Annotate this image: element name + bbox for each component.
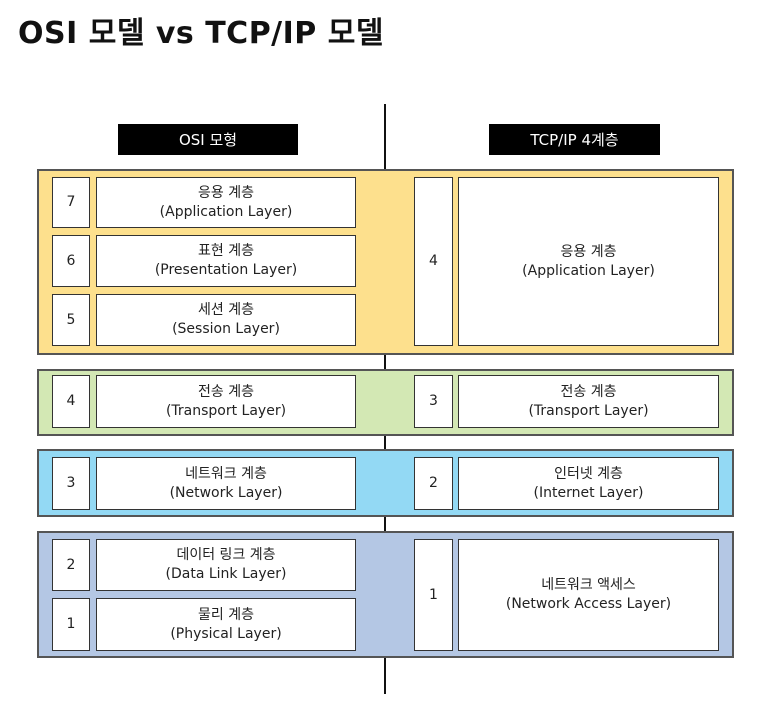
tcp-layer-1-network-access: 네트워크 액세스 (Network Access Layer) [458, 539, 719, 651]
osi-layer-6-presentation: 표현 계층 (Presentation Layer) [96, 235, 356, 287]
osi-layer-1-en: (Physical Layer) [170, 625, 282, 642]
tcp-layer-2-number: 2 [414, 457, 453, 510]
osi-layer-2-datalink: 데이터 링크 계층 (Data Link Layer) [96, 539, 356, 591]
osi-layer-7-number: 7 [52, 177, 90, 228]
osi-layer-2-name: 데이터 링크 계층 [176, 547, 276, 563]
tcp-layer-1-en: (Network Access Layer) [505, 596, 672, 612]
osi-layer-5-number: 5 [52, 294, 90, 346]
tcp-layer-2-internet: 인터넷 계층 (Internet Layer) [458, 457, 719, 510]
tcp-layer-1-name: 네트워크 액세스 [541, 577, 636, 593]
osi-layer-7-application: 응용 계층 (Application Layer) [96, 177, 356, 228]
osi-layer-3-name: 네트워크 계층 [185, 465, 267, 482]
osi-header: OSI 모형 [118, 124, 298, 155]
tcp-layer-2-en: (Internet Layer) [533, 484, 644, 501]
osi-layer-3-number: 3 [52, 457, 90, 510]
osi-layer-7-en: (Application Layer) [159, 203, 293, 220]
osi-layer-5-session: 세션 계층 (Session Layer) [96, 294, 356, 346]
osi-layer-2-en: (Data Link Layer) [165, 566, 287, 582]
tcp-header: TCP/IP 4계층 [489, 124, 660, 155]
tcp-layer-4-number: 4 [414, 177, 453, 346]
osi-layer-2-number: 2 [52, 539, 90, 591]
tcp-layer-3-transport: 전송 계층 (Transport Layer) [458, 375, 719, 428]
osi-layer-6-en: (Presentation Layer) [154, 262, 298, 278]
osi-layer-5-name: 세션 계층 [198, 302, 254, 318]
page-title: OSI 모델 vs TCP/IP 모델 [18, 16, 384, 51]
osi-layer-6-name: 표현 계층 [198, 243, 254, 259]
osi-layer-1-number: 1 [52, 598, 90, 651]
tcp-layer-4-en: (Application Layer) [522, 262, 655, 279]
osi-layer-1-physical: 물리 계층 (Physical Layer) [96, 598, 356, 651]
osi-layer-4-number: 4 [52, 375, 90, 428]
tcp-layer-2-name: 인터넷 계층 [554, 465, 623, 482]
tcp-layer-1-number: 1 [414, 539, 453, 651]
tcp-layer-3-en: (Transport Layer) [528, 402, 649, 419]
osi-layer-4-en: (Transport Layer) [165, 402, 287, 419]
tcp-layer-3-number: 3 [414, 375, 453, 428]
osi-layer-4-transport: 전송 계층 (Transport Layer) [96, 375, 356, 428]
osi-layer-1-name: 물리 계층 [198, 606, 254, 623]
tcp-layer-4-name: 응용 계층 [560, 243, 617, 260]
osi-layer-3-en: (Network Layer) [169, 484, 283, 501]
osi-layer-3-network: 네트워크 계층 (Network Layer) [96, 457, 356, 510]
osi-layer-5-en: (Session Layer) [172, 321, 280, 337]
osi-layer-4-name: 전송 계층 [198, 383, 254, 400]
osi-layer-7-name: 응용 계층 [198, 184, 254, 201]
tcp-layer-4-application: 응용 계층 (Application Layer) [458, 177, 719, 346]
tcp-layer-3-name: 전송 계층 [560, 383, 617, 400]
osi-layer-6-number: 6 [52, 235, 90, 287]
